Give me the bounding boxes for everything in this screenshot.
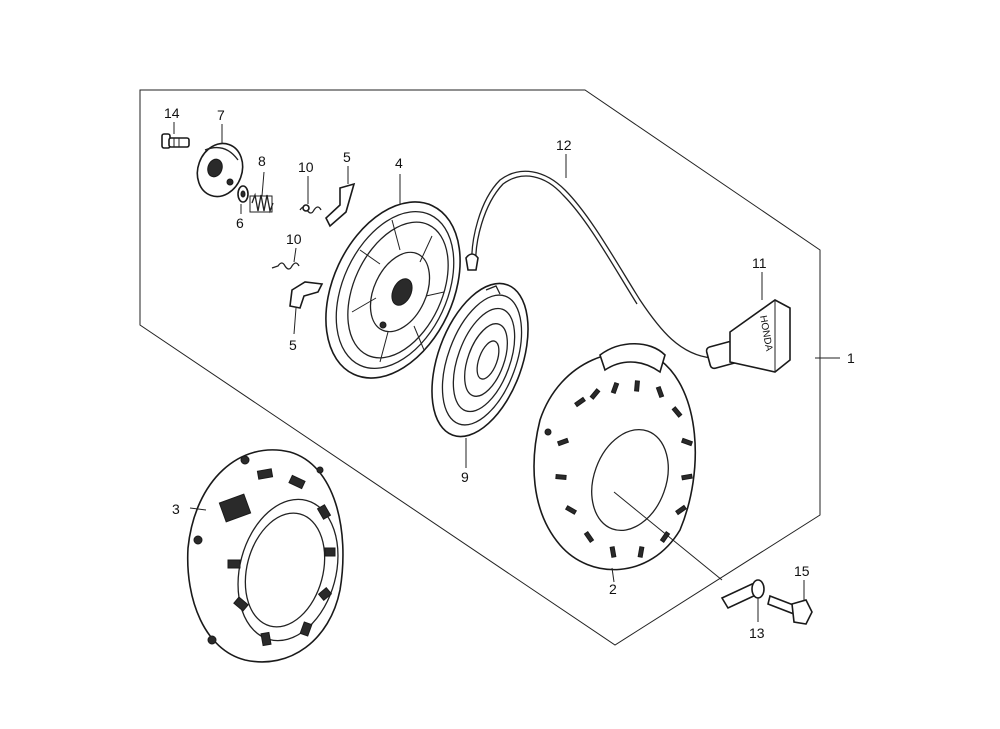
part-14-bolt xyxy=(161,133,190,149)
part-11-handle: HONDA xyxy=(705,299,791,373)
part-15-flange-bolt xyxy=(767,594,813,625)
callout-15: 15 xyxy=(794,563,810,579)
part-13-collar xyxy=(720,579,765,610)
part-10-spring-upper xyxy=(299,204,322,214)
callout-12: 12 xyxy=(556,137,572,153)
callout-14: 14 xyxy=(164,105,180,121)
callout-13: 13 xyxy=(749,625,765,641)
callout-4: 4 xyxy=(395,155,403,171)
callout-7: 7 xyxy=(217,107,225,123)
leader-lines xyxy=(173,122,840,622)
part-6-washer xyxy=(237,185,249,203)
part-8-spring xyxy=(249,192,274,214)
callout-labels: 1 2 3 4 5 5 6 7 8 9 10 10 11 12 13 14 15 xyxy=(164,105,855,641)
callout-8: 8 xyxy=(258,153,266,169)
part-5-pawl-lower xyxy=(289,281,324,309)
callout-10a: 10 xyxy=(298,159,314,175)
part-5-pawl-upper xyxy=(325,182,356,228)
callout-5b: 5 xyxy=(289,337,297,353)
callout-1: 1 xyxy=(847,350,855,366)
part-4-reel xyxy=(325,201,461,379)
part-9-recoil-spring xyxy=(431,282,529,438)
callout-9: 9 xyxy=(461,469,469,485)
assembly-boundary xyxy=(139,89,821,646)
callout-6: 6 xyxy=(236,215,244,231)
callout-3: 3 xyxy=(172,501,180,517)
callout-11: 11 xyxy=(752,255,767,271)
part-10-spring-lower xyxy=(271,262,300,270)
callout-2: 2 xyxy=(609,581,617,597)
part-3-fan-cover xyxy=(186,449,344,663)
callout-5a: 5 xyxy=(343,149,351,165)
part-2-starter-case xyxy=(533,343,697,571)
part-7-cam xyxy=(196,142,244,198)
callout-10b: 10 xyxy=(286,231,302,247)
part-12-starter-rope xyxy=(465,170,713,359)
